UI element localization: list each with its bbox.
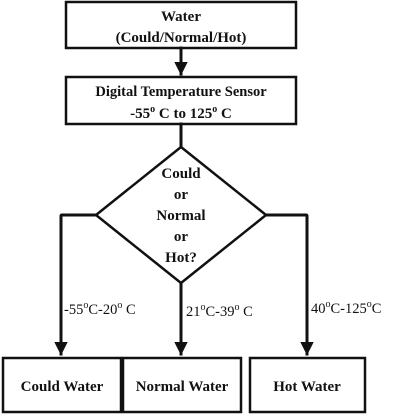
decision-line-or-2: or — [174, 229, 189, 245]
hot-water-label: Hot Water — [273, 379, 341, 395]
could-water-box: Could Water — [1, 356, 123, 414]
branch-label-normal: 21oC-39o C — [186, 302, 253, 320]
could-water-label: Could Water — [21, 379, 104, 395]
arrow-to-could-water — [54, 213, 98, 356]
branch-label-hot: 40oC-125oC — [311, 299, 381, 317]
decision-line-could: Could — [161, 166, 201, 182]
branch-label-could: -55oC-20o C — [64, 300, 136, 318]
water-box-title: Water — [161, 9, 201, 25]
decision-line-hot: Hot? — [165, 250, 197, 266]
water-box-subtitle: (Could/Normal/Hot) — [116, 30, 247, 46]
sensor-box-range: -55o C to 125o C — [130, 104, 232, 122]
decision-line-or-1: or — [174, 187, 189, 203]
sensor-box-title: Digital Temperature Sensor — [95, 84, 267, 100]
normal-water-label: Normal Water — [136, 379, 229, 395]
normal-water-box: Normal Water — [121, 356, 243, 414]
decision-diamond: Could or Normal or Hot? — [93, 145, 269, 285]
arrow-to-hot-water — [264, 213, 314, 356]
decision-line-normal: Normal — [156, 208, 205, 224]
hot-water-box: Hot Water — [248, 356, 367, 414]
water-box: Water (Could/Normal/Hot) — [64, 0, 298, 50]
sensor-box: Digital Temperature Sensor -55o C to 125… — [64, 75, 298, 126]
